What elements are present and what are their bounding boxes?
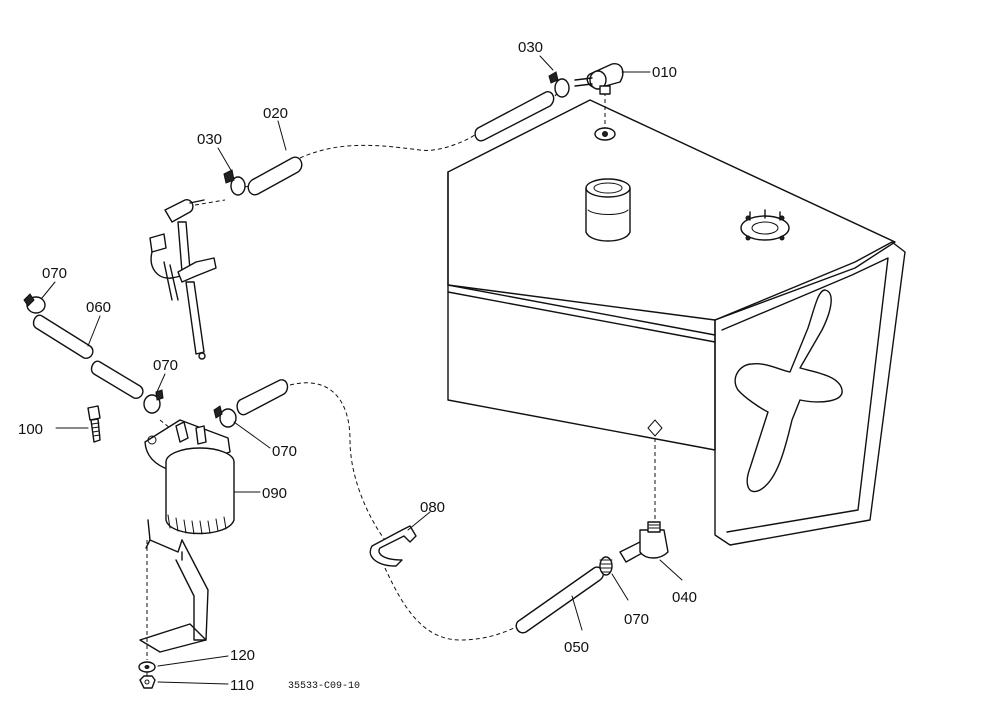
label-090: 090 [262,485,287,502]
leader-lines [41,55,683,685]
label-060: 060 [86,299,111,316]
nut-110 [139,675,156,689]
sender-flange [740,209,790,241]
elbow-fitting-040 [619,521,669,563]
drawing-number: 35533-C09-10 [288,681,360,692]
label-030-top: 030 [518,39,543,56]
label-080: 080 [420,499,445,516]
clamp-070-right [213,405,237,428]
hose-060 [32,314,144,399]
label-120: 120 [230,647,255,664]
hose-020 [247,156,303,196]
mounting-bracket [139,519,209,653]
label-030-left: 030 [197,131,222,148]
label-070-mid: 070 [153,357,178,374]
label-040: 040 [672,589,697,606]
fuel-tank [447,99,906,546]
filler-neck [585,178,631,242]
clamp-070-mid [143,389,164,414]
hose-filter-outlet [236,379,289,416]
label-110: 110 [230,677,254,694]
clamp-030-left [223,169,246,196]
label-020: 020 [263,105,288,122]
label-050: 050 [564,639,589,656]
label-070-right: 070 [272,443,297,460]
washer-120 [138,661,156,673]
part-labels: 010 030 020 030 070 060 070 100 070 090 … [18,39,697,694]
drain-hole [647,419,663,437]
hose-clip-080 [369,525,417,567]
label-010: 010 [652,64,677,81]
clamp-070-left [23,293,46,314]
label-070-bottom: 070 [624,611,649,628]
bolt-100 [87,405,101,443]
hose-top [474,91,555,142]
fuel-filter-090 [144,419,235,535]
elbow-fitting-010 [574,63,624,95]
clamp-030-top [548,71,570,98]
label-100: 100 [18,421,43,438]
label-070-left: 070 [42,265,67,282]
fuel-feed-pipe [149,199,217,360]
clamp-070-bottom [599,556,613,576]
hose-050 [515,566,604,634]
